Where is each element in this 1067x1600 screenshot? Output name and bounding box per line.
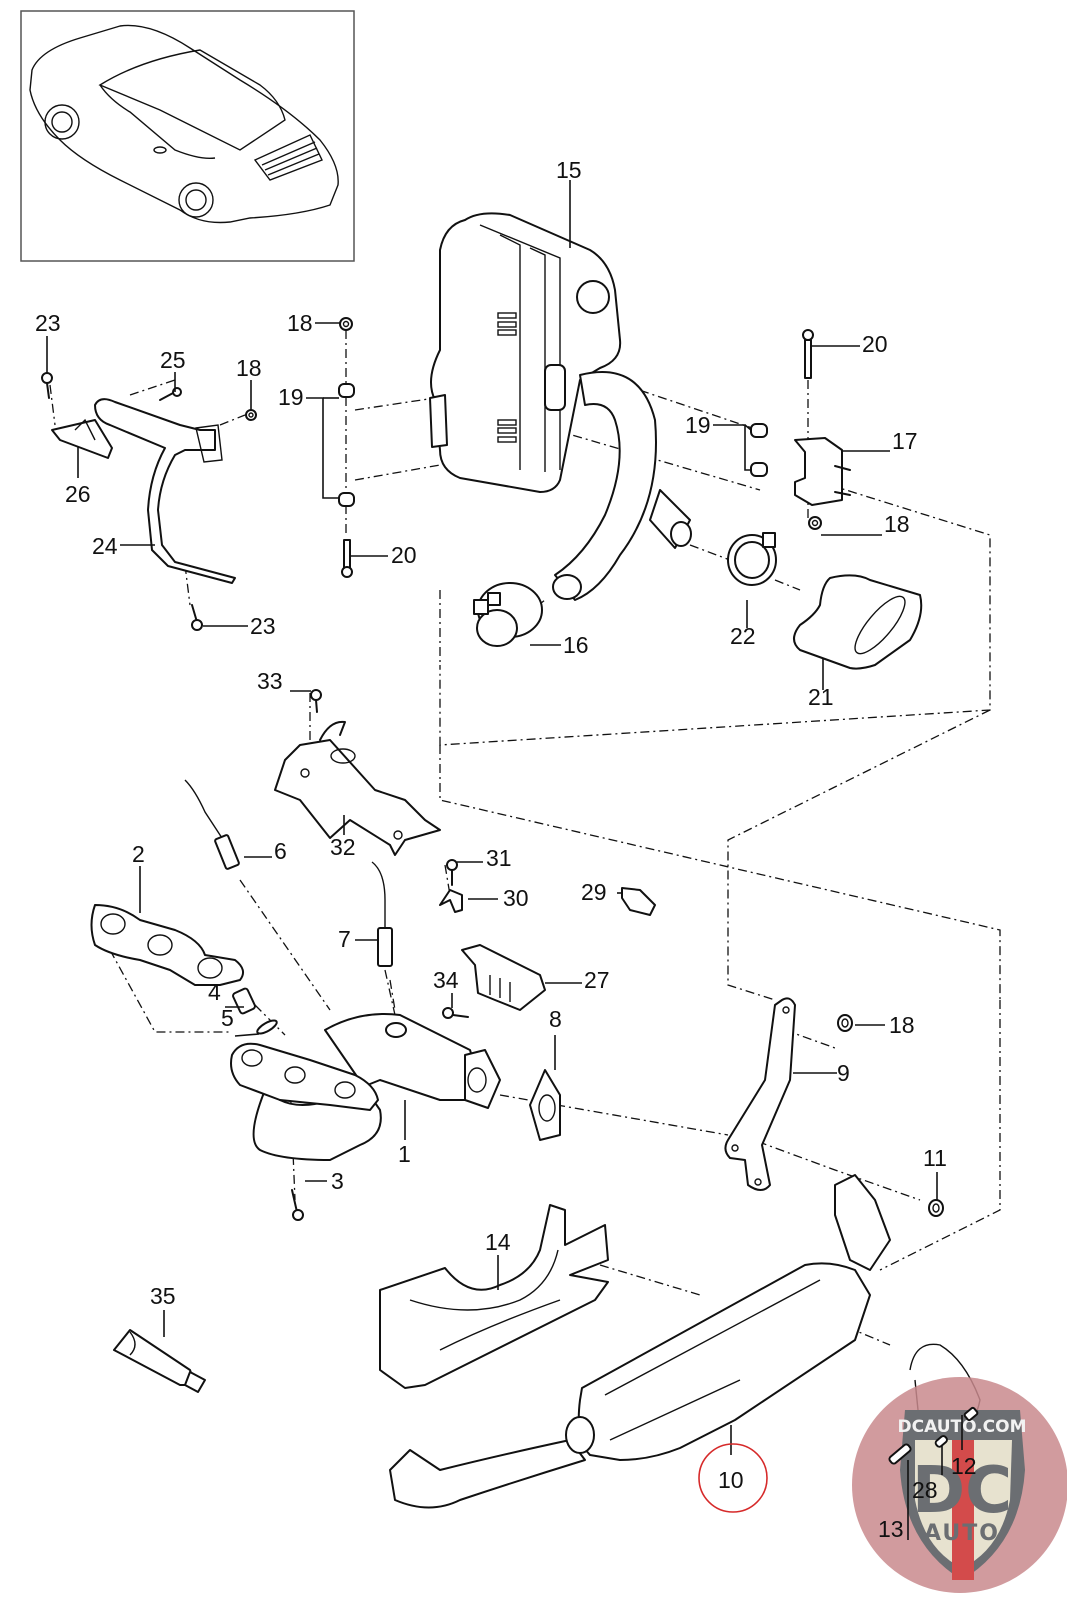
part-3-stud-bolt[interactable]: [291, 1189, 304, 1221]
callout-17[interactable]: 17: [892, 428, 918, 454]
part-27-sensor-holder[interactable]: [461, 944, 546, 1011]
callout-29[interactable]: 29: [581, 879, 607, 905]
callout-35[interactable]: 35: [150, 1283, 176, 1309]
callout-8[interactable]: 8: [549, 1006, 562, 1032]
callout-30[interactable]: 30: [503, 885, 529, 911]
callout-20[interactable]: 20: [862, 331, 888, 357]
part-2-manifold-gasket[interactable]: [90, 904, 245, 986]
logo-stripe: [952, 1440, 974, 1580]
callout-28[interactable]: 28: [912, 1477, 938, 1503]
callout-18[interactable]: 18: [236, 355, 262, 381]
part-4-plug-screw[interactable]: [232, 987, 256, 1015]
callout-11[interactable]: 11: [923, 1145, 947, 1171]
callout-21[interactable]: 21: [808, 684, 834, 710]
part-29-clip[interactable]: [621, 887, 656, 916]
part-8-flange-gasket[interactable]: [529, 1069, 561, 1141]
callout-33[interactable]: 33: [257, 668, 283, 694]
part-10-front-silencer[interactable]: [389, 1174, 891, 1509]
part-18-nut-upper-left[interactable]: [245, 409, 257, 421]
part-21-tailpipe-trim[interactable]: [793, 574, 923, 670]
callout-14[interactable]: 14: [485, 1229, 511, 1255]
part-25-bolt[interactable]: [159, 387, 182, 401]
leader-lines: [46, 180, 963, 1540]
callout-4[interactable]: 4: [208, 979, 221, 1005]
callout-labels: 23 25 18 26 24 23 18 19 20 15 20 19 17 1…: [35, 157, 977, 1542]
part-9-support-bracket[interactable]: [724, 997, 796, 1191]
callout-26[interactable]: 26: [65, 481, 91, 507]
part-6-oxygen-sensor-upstream[interactable]: [184, 779, 240, 870]
logo-monogram: DC: [912, 1454, 1012, 1528]
vehicle-thumbnail: [20, 10, 355, 262]
part-17-mounting-bracket[interactable]: [794, 437, 851, 506]
car-outline-icon: [29, 24, 339, 224]
callout-15[interactable]: 15: [556, 157, 582, 183]
part-30-retainer[interactable]: [439, 889, 463, 913]
part-7-oxygen-sensor-downstream[interactable]: [371, 861, 393, 967]
callout-34[interactable]: 34: [433, 967, 459, 993]
callout-23[interactable]: 23: [35, 310, 61, 336]
part-16-pipe-clamp[interactable]: [473, 582, 543, 647]
callout-31[interactable]: 31: [486, 845, 512, 871]
part-24-cross-member-bracket[interactable]: [94, 398, 236, 584]
callout-22[interactable]: 22: [730, 623, 756, 649]
part-20-bolt-right[interactable]: [802, 329, 814, 379]
part-23-bolt-upper[interactable]: [41, 372, 53, 399]
part-19-rubber-mount-lower-right[interactable]: [750, 462, 768, 477]
callout-27[interactable]: 27: [584, 967, 610, 993]
part-12-clamp[interactable]: [963, 1406, 979, 1422]
callout-24[interactable]: 24: [92, 533, 118, 559]
callout-12[interactable]: 12: [951, 1453, 977, 1479]
watermark-logo: DCAUTO.COM DC AUTO: [852, 1377, 1067, 1593]
part-19-rubber-mount-upper-right[interactable]: [750, 423, 768, 438]
part-26-retaining-plate[interactable]: [51, 418, 113, 459]
callout-6[interactable]: 6: [274, 838, 287, 864]
highlight-circle-part-10: [698, 1443, 768, 1513]
part-18-nut-lower[interactable]: [837, 1014, 853, 1032]
part-20-bolt-left[interactable]: [341, 539, 353, 578]
callout-18[interactable]: 18: [287, 310, 313, 336]
callout-13[interactable]: 13: [878, 1516, 904, 1542]
part-19-rubber-mount-upper-left[interactable]: [338, 383, 355, 398]
callout-7[interactable]: 7: [338, 926, 351, 952]
callout-18[interactable]: 18: [884, 511, 910, 537]
callout-25[interactable]: 25: [160, 347, 186, 373]
callout-20[interactable]: 20: [391, 542, 417, 568]
part-33-screw[interactable]: [310, 689, 322, 713]
logo-word: AUTO: [924, 1521, 1000, 1546]
callout-2[interactable]: 2: [132, 841, 145, 867]
part-34-screw[interactable]: [442, 1007, 469, 1019]
callout-19[interactable]: 19: [278, 384, 304, 410]
callout-10[interactable]: 10: [718, 1467, 744, 1493]
callout-5[interactable]: 5: [221, 1005, 234, 1031]
part-22-tailpipe-clamp[interactable]: [727, 532, 777, 586]
part-15-rear-silencer[interactable]: [429, 212, 692, 601]
callout-16[interactable]: 16: [563, 632, 589, 658]
part-1-catalytic-converter-manifold[interactable]: [230, 1013, 501, 1161]
part-19-rubber-mount-lower-left[interactable]: [338, 492, 355, 507]
part-14-heat-shield[interactable]: [379, 1204, 609, 1389]
callout-3[interactable]: 3: [331, 1168, 344, 1194]
part-23-bolt-lower[interactable]: [191, 604, 203, 631]
callout-9[interactable]: 9: [837, 1060, 850, 1086]
callout-32[interactable]: 32: [330, 834, 356, 860]
part-31-screw[interactable]: [446, 859, 458, 886]
callout-19[interactable]: 19: [685, 412, 711, 438]
part-18-nut-right[interactable]: [808, 516, 822, 530]
callout-1[interactable]: 1: [398, 1141, 411, 1167]
part-32-heat-shield-upper[interactable]: [274, 720, 441, 856]
part-35-assembly-paste-tube[interactable]: [113, 1329, 206, 1393]
callout-23[interactable]: 23: [250, 613, 276, 639]
part-18-nut-top[interactable]: [339, 317, 353, 331]
part-28-spacer[interactable]: [934, 1435, 948, 1448]
part-13-bolt[interactable]: [888, 1443, 912, 1465]
callout-18[interactable]: 18: [889, 1012, 915, 1038]
part-11-nut[interactable]: [928, 1199, 944, 1217]
part-5-sealing-ring[interactable]: [255, 1018, 278, 1036]
